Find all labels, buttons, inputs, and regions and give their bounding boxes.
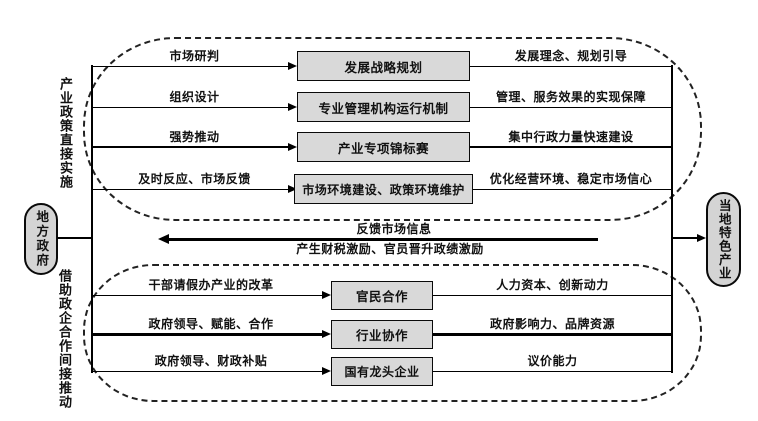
connector-line — [433, 294, 672, 296]
state-owned-leading-enterprise-box: 国有龙头企业 — [331, 357, 433, 386]
bottom-group-dashed-border — [83, 264, 702, 402]
connector-line — [473, 188, 672, 190]
top-row-right-label: 发展理念、规划引导 — [514, 49, 628, 63]
top-row-left-label: 市场研判 — [169, 49, 220, 63]
top-row-left-label: 强势推动 — [169, 130, 220, 144]
feedback-label-top: 反馈市场信息 — [356, 222, 432, 236]
bottom-row-left-label: 政府领导、财政补贴 — [154, 354, 268, 368]
official-civil-cooperation-box: 官民合作 — [331, 281, 433, 310]
connector-line — [433, 333, 672, 336]
top-group-dashed-border — [83, 37, 702, 221]
connector-line — [92, 145, 289, 148]
arrowhead-right-icon — [322, 290, 331, 299]
arrowhead-right-icon — [288, 142, 297, 151]
top-group-side-label: 产业政策直接实施 — [58, 77, 73, 189]
left-node-connector-line — [57, 237, 92, 239]
bottom-row-right-label: 人力资本、创新动力 — [496, 278, 609, 292]
connector-line — [92, 65, 289, 67]
connector-line — [470, 65, 672, 67]
arrowhead-right-icon — [288, 184, 297, 193]
feedback-label-bottom: 产生财税激励、官员晋升政绩激励 — [296, 242, 484, 256]
right-node-connector-line — [672, 237, 697, 239]
connector-line — [92, 333, 323, 336]
bottom-row-right-label: 议价能力 — [527, 354, 578, 368]
management-mechanism-box: 专业管理机构运行机制 — [297, 92, 470, 122]
top-row-left-label: 组织设计 — [169, 90, 220, 104]
top-row-right-label: 集中行政力量快速建设 — [508, 130, 634, 144]
connector-line — [470, 106, 672, 108]
connector-line — [92, 106, 289, 108]
arrowhead-right-icon — [322, 366, 331, 375]
arrowhead-right-icon — [322, 329, 331, 338]
connector-line — [92, 188, 289, 190]
top-row-right-label: 管理、服务效果的实现保障 — [495, 90, 646, 104]
arrowhead-right-icon — [288, 61, 297, 70]
local-specialty-industry-node: 当地特色产业 — [706, 192, 741, 287]
connector-line — [92, 294, 323, 296]
industry-collaboration-box: 行业协作 — [331, 320, 433, 349]
right-spine-line — [671, 65, 673, 373]
connector-line — [470, 145, 672, 148]
bottom-row-right-label: 政府影响力、品牌资源 — [489, 317, 615, 331]
left-spine-line — [91, 65, 93, 373]
bottom-group-side-label: 借助政企合作间接推动 — [57, 269, 72, 409]
arrowhead-left-icon — [158, 233, 169, 244]
local-government-node: 地方政府 — [24, 203, 58, 275]
strategy-box: 发展战略规划 — [297, 51, 470, 81]
connector-line — [92, 370, 323, 372]
arrowhead-right-icon — [697, 233, 706, 242]
market-environment-box: 市场环境建设、政策环境维护 — [294, 174, 473, 204]
bottom-row-left-label: 干部请假办产业的改革 — [148, 278, 274, 292]
top-row-left-label: 及时反应、市场反馈 — [138, 172, 251, 186]
bottom-row-left-label: 政府领导、赋能、合作 — [148, 317, 274, 331]
top-row-right-label: 优化经营环境、稳定市场信心 — [489, 172, 653, 186]
championship-box: 产业专项锦标赛 — [297, 132, 470, 162]
connector-line — [433, 370, 672, 372]
feedback-arrow-line — [169, 238, 598, 241]
arrowhead-right-icon — [288, 102, 297, 111]
